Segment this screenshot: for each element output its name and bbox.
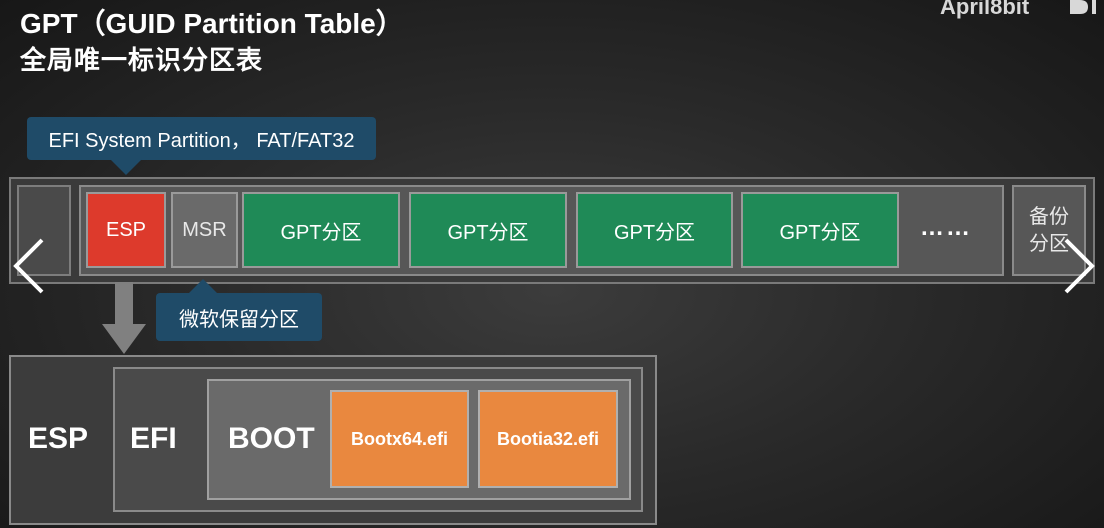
file-name: Bootia32.efi <box>496 428 600 449</box>
page-subtitle: 全局唯一标识分区表 <box>20 45 264 75</box>
backup-label-line2: 分区 <box>1029 232 1069 255</box>
gpt-partition-label: GPT分区 <box>447 221 529 244</box>
msr-callout-pointer <box>189 279 217 293</box>
msr-callout-text: 微软保留分区 <box>179 308 299 331</box>
down-arrow-icon <box>102 324 146 354</box>
gpt-partition-3: GPT分区 <box>576 192 733 268</box>
gpt-partition-label: GPT分区 <box>613 221 696 244</box>
esp-callout-pointer <box>110 159 142 175</box>
msr-partition: MSR <box>171 192 238 268</box>
file-bootia32: Bootia32.efi <box>478 390 618 488</box>
esp-directory-label: ESP <box>28 422 89 455</box>
bilibili-logo-icon <box>1066 0 1104 18</box>
more-partitions-ellipsis: …… <box>920 214 972 241</box>
file-name: Bootx64.efi <box>350 428 449 449</box>
gpt-partition-label: GPT分区 <box>280 221 362 244</box>
msr-callout: 微软保留分区 <box>156 293 322 341</box>
gpt-partition-4: GPT分区 <box>741 192 899 268</box>
page-title: GPT（GUID Partition Table） <box>20 8 404 39</box>
backup-partition: 备份 分区 <box>1012 185 1086 276</box>
efi-directory-label: EFI <box>130 422 177 455</box>
down-arrow-shaft <box>115 282 133 326</box>
watermark: April8bit <box>940 0 1030 19</box>
protective-mbr-slot <box>17 185 71 276</box>
chevron-left-icon[interactable] <box>10 236 46 296</box>
esp-callout: EFI System Partition， FAT/FAT32 <box>27 117 376 160</box>
gpt-partition-1: GPT分区 <box>242 192 400 268</box>
file-bootx64: Bootx64.efi <box>330 390 469 488</box>
esp-callout-text: EFI System Partition， FAT/FAT32 <box>48 130 355 152</box>
chevron-right-icon[interactable] <box>1062 236 1098 296</box>
gpt-partition-2: GPT分区 <box>409 192 567 268</box>
gpt-partition-label: GPT分区 <box>779 221 861 244</box>
esp-partition-label: ESP <box>105 218 147 241</box>
esp-partition: ESP <box>86 192 166 268</box>
backup-label-line1: 备份 <box>1029 205 1069 228</box>
msr-partition-label: MSR <box>182 218 227 241</box>
boot-directory-label: BOOT <box>228 422 315 455</box>
